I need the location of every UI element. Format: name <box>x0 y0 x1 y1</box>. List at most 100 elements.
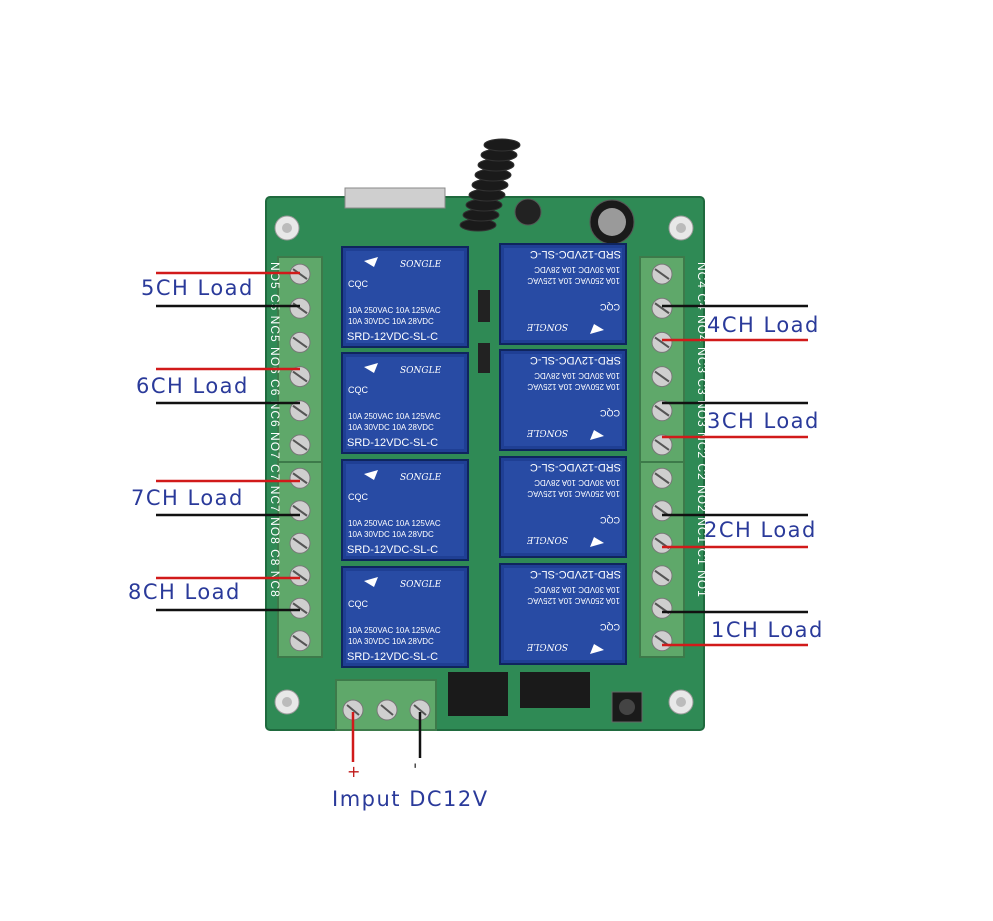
relay-rating: 10A 30VDC 10A 28VDC <box>534 585 620 594</box>
screw-slot <box>654 268 670 280</box>
label-4ch-load: 4CH Load <box>707 313 820 337</box>
relay-face <box>346 251 464 343</box>
screw-slot <box>346 704 360 716</box>
relay-logo <box>590 324 604 334</box>
relay-rating: 10A 250VAC 10A 125VAC <box>527 489 620 498</box>
mounting-hole-center <box>282 697 292 707</box>
screw-slot <box>292 537 308 550</box>
relay-model: SRD-12VDC-SL-C <box>530 568 621 580</box>
relay-brand: SONGLE <box>400 260 442 270</box>
relay-body <box>499 563 627 665</box>
relay-rating: 10A 30VDC 10A 28VDC <box>348 423 434 432</box>
relay-6: SONGLE CQC 10A 250VAC 10A 125VAC 10A 30VDC … <box>341 352 469 454</box>
screw-slot <box>654 472 670 485</box>
label-7ch-load: 7CH Load <box>131 486 244 510</box>
relay-body <box>341 566 469 668</box>
silkscreen-left: NO5 C5 NC5 NO6 C6 NC6 NO7 C7 NC7 NO8 C8 … <box>268 262 282 598</box>
diode <box>478 343 490 373</box>
relay-body <box>499 456 627 558</box>
relay-2: SONGLE CQC 10A 250VAC 10A 125VAC 10A 30VDC … <box>499 456 627 558</box>
relay-rating: 10A 30VDC 10A 28VDC <box>534 371 620 380</box>
minus-sign: ' <box>413 760 418 779</box>
relay-face <box>504 354 622 446</box>
relay-brand: SONGLE <box>400 473 442 483</box>
screw-slot <box>654 370 670 383</box>
label-2ch-load: 2CH Load <box>704 518 817 542</box>
terminal-block-right-bottom <box>639 461 685 658</box>
relay-model: SRD-12VDC-SL-C <box>530 354 621 366</box>
relay-body <box>341 246 469 348</box>
label-8ch-load: 8CH Load <box>128 580 241 604</box>
relay-print: SONGLE CQC 10A 250VAC 10A 125VAC 10A 30VDC … <box>347 363 442 449</box>
relay-rating: 10A 250VAC 10A 125VAC <box>527 276 620 285</box>
mounting-hole-center <box>282 223 292 233</box>
screw-slot <box>654 336 670 349</box>
screw-slot <box>654 302 670 315</box>
relay-face <box>504 461 622 553</box>
relay-logo <box>590 430 604 440</box>
relay-logo <box>364 363 378 373</box>
label-6ch-load: 6CH Load <box>136 374 249 398</box>
screw-slot <box>292 569 308 582</box>
relay-rating: 10A 250VAC 10A 125VAC <box>527 382 620 391</box>
terminal-block-right-top <box>639 256 685 463</box>
relay-brand: SONGLE <box>400 366 442 376</box>
label-1ch-load: 1CH Load <box>711 618 824 642</box>
relay-brand: SONGLE <box>526 321 568 331</box>
rf-module <box>344 187 446 209</box>
screw-slot <box>292 634 308 647</box>
relay-rating: 10A 250VAC 10A 125VAC <box>348 412 441 421</box>
label-3ch-load: 3CH Load <box>707 409 820 433</box>
screw-slot <box>292 472 308 485</box>
relay-model: SRD-12VDC-SL-C <box>347 651 438 663</box>
relay-logo <box>364 470 378 480</box>
relay-logo <box>364 577 378 587</box>
relay-cert: CQC <box>348 385 369 395</box>
relay-logo <box>590 537 604 547</box>
diode <box>478 290 490 322</box>
capacitor <box>514 198 542 226</box>
screw-slot <box>292 602 308 615</box>
antenna-coil <box>459 138 521 232</box>
screw-slot <box>292 370 308 383</box>
relay-print: SONGLE CQC 10A 250VAC 10A 125VAC 10A 30VDC … <box>526 461 621 547</box>
mounting-hole-center <box>676 697 686 707</box>
relay-model: SRD-12VDC-SL-C <box>347 437 438 449</box>
screw-slot <box>380 704 394 716</box>
relay-brand: SONGLE <box>526 641 568 651</box>
relay-rating: 10A 30VDC 10A 28VDC <box>534 478 620 487</box>
screw-slot <box>292 404 308 417</box>
silkscreen-text: NO5 C5 NC5 NO6 C6 NC6 NO7 C7 NC7 NO8 C8 … <box>268 262 282 598</box>
relay-brand: SONGLE <box>526 534 568 544</box>
screw-slot <box>292 439 308 451</box>
screw-slot <box>292 336 308 349</box>
relay-rating: 10A 250VAC 10A 125VAC <box>348 519 441 528</box>
terminal-block-left-bottom <box>277 461 323 658</box>
relay-face <box>504 568 622 660</box>
terminal-block-body <box>639 461 685 658</box>
relay-face <box>346 357 464 449</box>
relay-model: SRD-12VDC-SL-C <box>530 461 621 473</box>
relay-rating: 10A 250VAC 10A 125VAC <box>348 306 441 315</box>
screw-slot <box>654 439 670 451</box>
relay-rating: 10A 250VAC 10A 125VAC <box>527 596 620 605</box>
relay-body <box>341 352 469 454</box>
antenna-turn <box>483 138 521 152</box>
relay-logo <box>590 644 604 654</box>
label-5ch-load: 5CH Load <box>141 276 254 300</box>
screw-slot <box>413 704 427 716</box>
relay-rating: 10A 30VDC 10A 28VDC <box>348 530 434 539</box>
relay-cert: CQC <box>600 515 621 525</box>
